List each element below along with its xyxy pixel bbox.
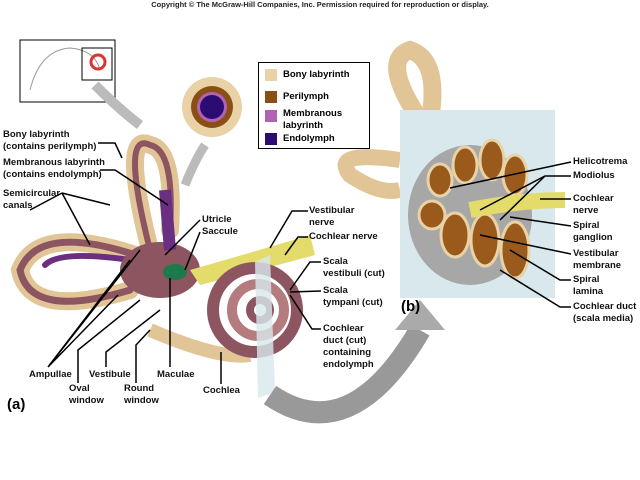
legend-swatch	[265, 91, 277, 103]
copyright-notice: Copyright © The McGraw-Hill Companies, I…	[151, 0, 489, 9]
label-modiolus: Modiolus	[573, 170, 615, 181]
cut-plane	[255, 255, 275, 398]
legend-swatch	[265, 110, 277, 122]
arrow-to-panel-b	[263, 324, 430, 424]
legend-swatch	[265, 133, 277, 145]
legend-swatch	[265, 69, 277, 81]
panel-b-canal	[388, 40, 442, 125]
arrow-head	[395, 300, 445, 330]
macula-shape	[163, 264, 187, 280]
leader-lines	[29, 142, 572, 384]
label-maculae: Maculae	[157, 369, 195, 380]
panel-b-canal-2	[337, 149, 402, 199]
nerve-bundle	[190, 235, 315, 285]
label-membranous-labyrinth: Membranous labyrinth(contains endolymph)	[3, 157, 105, 180]
label-vestibule: Vestibule	[89, 369, 131, 380]
semicircular-canals	[10, 134, 180, 311]
label-helicotrema: Helicotrema	[573, 156, 628, 167]
label-cochlea: Cochlea	[203, 385, 240, 396]
cross-section-endolymph	[200, 95, 224, 119]
thumbnail-inner-ear	[89, 53, 107, 71]
label-bony-labyrinth: Bony labyrinth(contains perilymph)	[3, 129, 97, 152]
panel-b-tag: (b)	[401, 298, 421, 315]
label-ampullae: Ampullae	[29, 369, 72, 380]
label-cochlear-nerve: Cochlear nerve	[309, 231, 378, 242]
thumbnail-highlight	[81, 47, 113, 81]
outer-ear-sketch	[29, 47, 101, 91]
endolymphatic-duct	[159, 189, 176, 251]
arrow-thumbnail	[91, 81, 144, 129]
arrow-to-cross-section	[180, 142, 209, 187]
panel-a-tag: (a)	[7, 396, 26, 413]
vestibule-shape	[120, 242, 200, 298]
label-cochlear-duct: Cochlear duct(scala media)	[573, 301, 637, 324]
label-utricle: Utricle	[202, 214, 232, 225]
label-saccule: Saccule	[202, 226, 238, 237]
